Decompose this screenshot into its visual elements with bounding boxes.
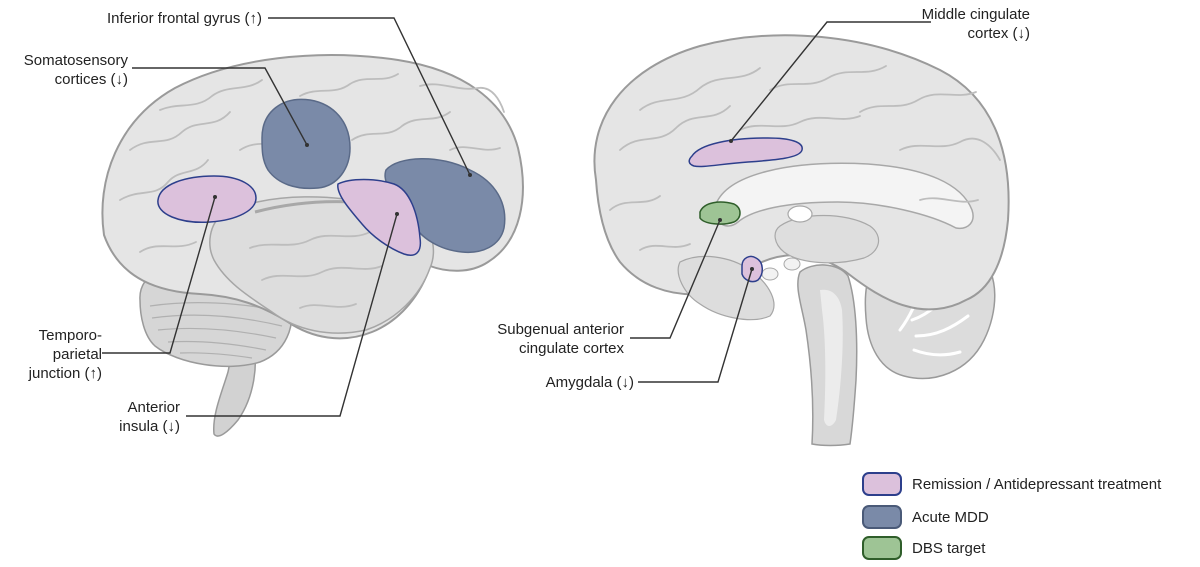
leader-subgenual: [630, 219, 721, 339]
lateral-leader-lines: [102, 17, 471, 417]
leader-anterior-insula: [186, 213, 398, 417]
medial-thalamus: [774, 214, 880, 264]
legend-swatch-acute-mdd: [862, 505, 902, 529]
label-middle-cingulate-line1: Middle cingulate: [921, 6, 1030, 23]
medial-gyri: [609, 65, 1001, 251]
label-subgenual-line2: cingulate cortex: [518, 340, 624, 357]
lateral-temporoparietal-region: [157, 175, 257, 223]
medial-middle-cingulate-region: [688, 137, 803, 168]
medial-interthalamic: [787, 205, 813, 223]
label-temporoparietal-line2: parietal: [52, 346, 102, 363]
legend-label-dbs-target: DBS target: [912, 539, 986, 557]
medial-brainstem-highlight: [820, 289, 843, 426]
label-subgenual-anterior-cingulate: Subgenual anterior cingulate cortex: [497, 320, 624, 358]
leader-somatosensory: [132, 67, 308, 146]
legend-item-remission: Remission / Antidepressant treatment: [862, 470, 1161, 498]
label-somatosensory-line1: Somatosensory: [23, 52, 128, 69]
medial-subgenual-region: [699, 201, 741, 225]
leader-amygdala: [638, 268, 753, 383]
leader-inferior-frontal: [268, 17, 471, 176]
medial-corpus-callosum: [714, 162, 974, 230]
medial-pons-ridge: [783, 257, 801, 271]
label-amygdala-text: Amygdala (↓): [545, 374, 634, 391]
label-somatosensory-cortices: Somatosensory cortices (↓): [24, 51, 128, 89]
lateral-anterior-insula-region: [337, 178, 422, 256]
label-temporoparietal-line1: Temporo-: [38, 327, 102, 344]
leader-middle-cingulate: [730, 21, 931, 142]
label-somatosensory-line2: cortices (↓): [54, 71, 128, 88]
legend-item-acute-mdd: Acute MDD: [862, 503, 989, 531]
medial-leader-lines: [630, 21, 931, 383]
lateral-gyri: [119, 73, 505, 309]
legend-label-remission: Remission / Antidepressant treatment: [912, 475, 1162, 493]
legend-label-acute-mdd: Acute MDD: [912, 508, 989, 526]
label-inferior-frontal-gyrus: Inferior frontal gyrus (↑): [107, 9, 262, 28]
label-inferior-frontal-gyrus-text: Inferior frontal gyrus (↑): [106, 10, 262, 27]
legend-swatch-remission: [862, 472, 902, 496]
label-amygdala: Amygdala (↓): [546, 373, 634, 392]
label-middle-cingulate-cortex: Middle cingulate cortex (↓): [922, 5, 1030, 43]
label-temporoparietal-line3: junction (↑): [28, 365, 102, 382]
legend-swatch-dbs-target: [862, 536, 902, 560]
label-anterior-insula-line1: Anterior: [127, 399, 180, 416]
leader-temporoparietal: [102, 196, 216, 354]
lateral-brain: [101, 17, 524, 437]
medial-brain: [593, 21, 1010, 447]
label-anterior-insula-line2: insula (↓): [119, 418, 180, 435]
label-anterior-insula: Anterior insula (↓): [119, 398, 180, 436]
label-temporoparietal-junction: Temporo- parietal junction (↑): [29, 326, 102, 383]
legend-item-dbs-target: DBS target: [862, 534, 985, 562]
medial-mammillary: [761, 267, 779, 281]
label-subgenual-line1: Subgenual anterior: [497, 321, 624, 338]
label-middle-cingulate-line2: cortex (↓): [967, 25, 1030, 42]
